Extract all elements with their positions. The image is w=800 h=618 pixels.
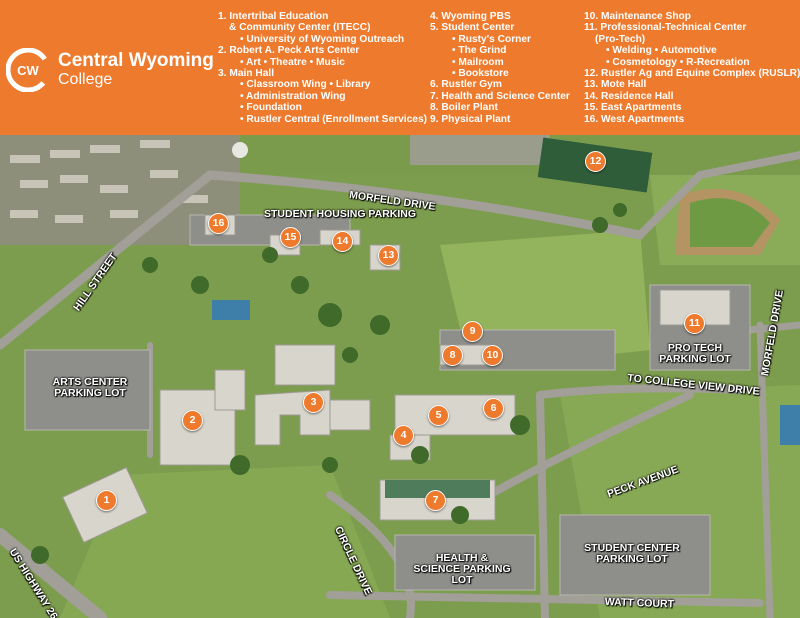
legend-entry: 3. Main Hall: [218, 68, 275, 80]
legend-entry: 10. Maintenance Shop: [584, 11, 691, 22]
legend-entry: 15. East Apartments: [584, 102, 682, 114]
location-pin-9[interactable]: 9: [462, 321, 483, 342]
college-name: Central Wyoming: [58, 50, 214, 71]
location-pin-14[interactable]: 14: [332, 231, 353, 252]
legend-entry: • The Grind: [452, 45, 507, 57]
legend-entry: • Mailroom: [452, 56, 504, 68]
map-artwork: [0, 135, 800, 618]
legend-entry: 14. Residence Hall: [584, 90, 674, 102]
legend-entry: 4. Wyoming PBS: [430, 11, 511, 22]
legend-entry: • Welding • Automotive: [606, 45, 717, 57]
legend-entry: • Administration Wing: [240, 90, 346, 102]
label-student-center-parking: STUDENT CENTER PARKING LOT: [584, 542, 680, 565]
legend-entry: • University of Wyoming Outreach: [240, 33, 405, 45]
legend-entry: 2. Robert A. Peck Arts Center: [218, 45, 360, 57]
location-pin-8[interactable]: 8: [442, 345, 463, 366]
location-pin-6[interactable]: 6: [483, 398, 504, 419]
label-student-housing-parking: STUDENT HOUSING PARKING: [264, 208, 417, 220]
cw-logo-icon: CW: [6, 48, 50, 92]
legend-entry: • Classroom Wing • Library: [240, 79, 371, 91]
label-health-science-parking: HEALTH & SCIENCE PARKING LOT: [413, 552, 511, 586]
label-pro-tech-parking: PRO TECH PARKING LOT: [659, 342, 731, 365]
legend-entry: 13. Mote Hall: [584, 79, 647, 91]
label-watt-court: WATT COURT: [604, 596, 675, 611]
legend-entry: • Rusty's Corner: [452, 33, 532, 45]
legend-entry: • Foundation: [240, 102, 302, 114]
legend-entry: 16. West Apartments: [584, 113, 685, 125]
legend-entry: 12. Rustler Ag and Equine Complex (RUSLR…: [584, 68, 800, 80]
legend-column-1: 1. Intertribal Education& Community Cent…: [218, 11, 427, 125]
legend-entry: 5. Student Center: [430, 22, 515, 34]
legend-entry: & Community Center (ITECC): [229, 22, 371, 34]
location-pin-13[interactable]: 13: [378, 245, 399, 266]
legend-entry: • Rustler Central (Enrollment Services): [240, 113, 427, 125]
legend-entry: (Pro-Tech): [595, 33, 646, 45]
location-pin-4[interactable]: 4: [393, 425, 414, 446]
college-logo: CW Central Wyoming College: [6, 46, 214, 96]
location-pin-1[interactable]: 1: [96, 490, 117, 511]
location-pin-11[interactable]: 11: [684, 313, 705, 334]
legend-entry: 9. Physical Plant: [430, 113, 511, 125]
legend-entry: • Cosmetology • R-Recreation: [606, 56, 750, 68]
location-pin-15[interactable]: 15: [280, 227, 301, 248]
legend-entry: • Bookstore: [452, 68, 509, 80]
location-pin-2[interactable]: 2: [182, 410, 203, 431]
location-pin-12[interactable]: 12: [585, 151, 606, 172]
campus-aerial-map: 1 2 3 4 5 6 7 8 9 10 11 12 13 14 15 16 S…: [0, 135, 800, 618]
legend-entry: • Art • Theatre • Music: [240, 56, 345, 68]
legend-entry: 7. Health and Science Center: [430, 90, 570, 102]
map-header: CW Central Wyoming College 1. Intertriba…: [0, 0, 800, 135]
legend-entry: 8. Boiler Plant: [430, 102, 498, 114]
location-pin-5[interactable]: 5: [428, 405, 449, 426]
location-pin-7[interactable]: 7: [425, 490, 446, 511]
location-pin-3[interactable]: 3: [303, 392, 324, 413]
legend-entry: 6. Rustler Gym: [430, 79, 502, 91]
college-subname: College: [58, 71, 113, 88]
logo-mark-text: CW: [17, 63, 39, 78]
label-arts-center-parking: ARTS CENTER PARKING LOT: [52, 376, 128, 399]
legend-entry: 1. Intertribal Education: [218, 11, 329, 22]
location-pin-10[interactable]: 10: [482, 345, 503, 366]
legend-entry: 11. Professional-Technical Center: [584, 22, 747, 34]
location-pin-16[interactable]: 16: [208, 213, 229, 234]
